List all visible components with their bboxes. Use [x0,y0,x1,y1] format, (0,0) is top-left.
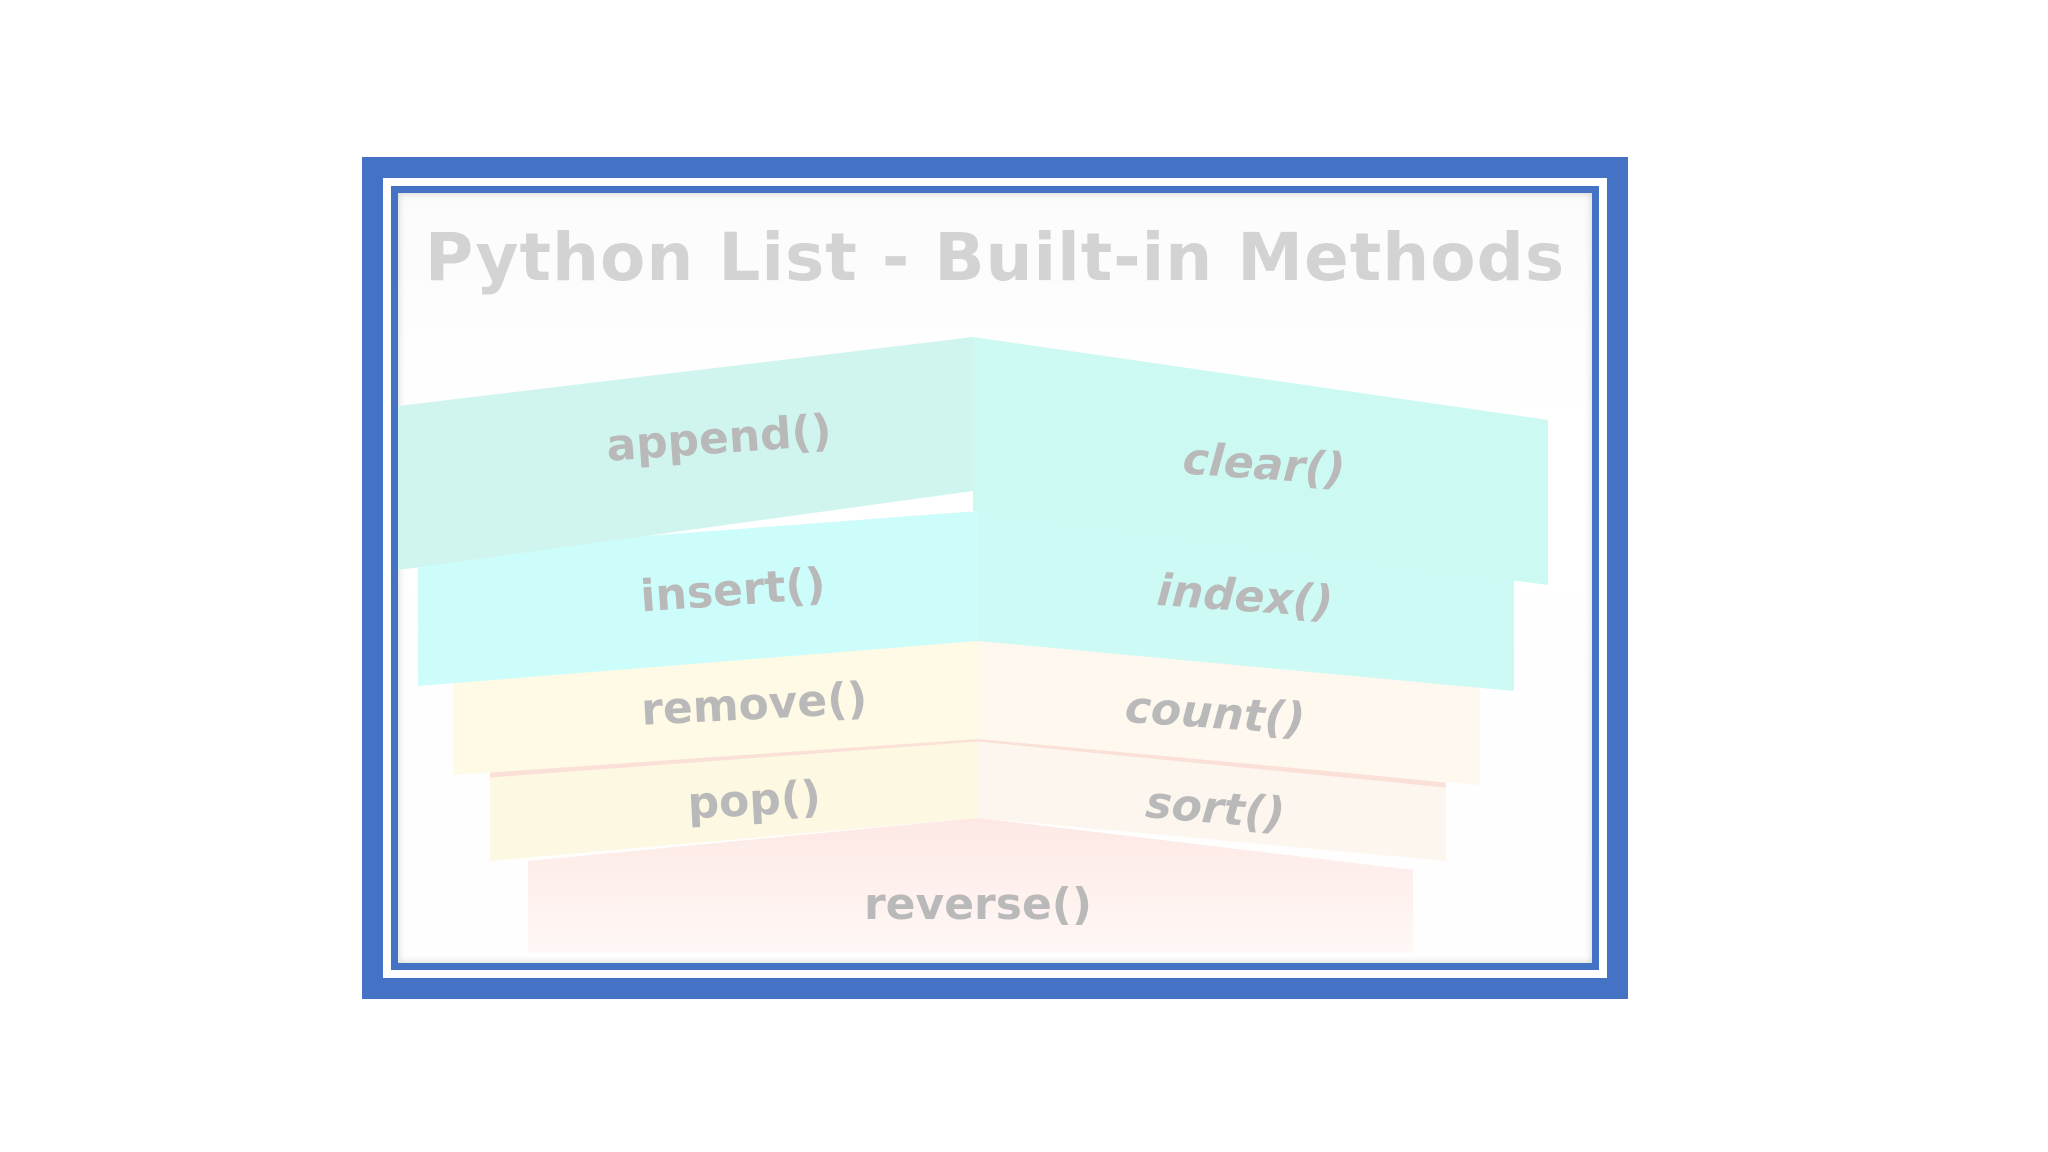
diagram-panel: Python List - Built-in Methods [398,193,1592,963]
label-reverse: reverse() [864,879,1092,930]
methods-stack-diagram: append() clear() insert() index() remove… [398,193,1582,953]
label-pop: pop() [686,772,822,830]
outer-blue-frame: Python List - Built-in Methods [362,157,1628,999]
white-mat: Python List - Built-in Methods [383,178,1607,978]
inner-blue-border: Python List - Built-in Methods [391,186,1599,970]
